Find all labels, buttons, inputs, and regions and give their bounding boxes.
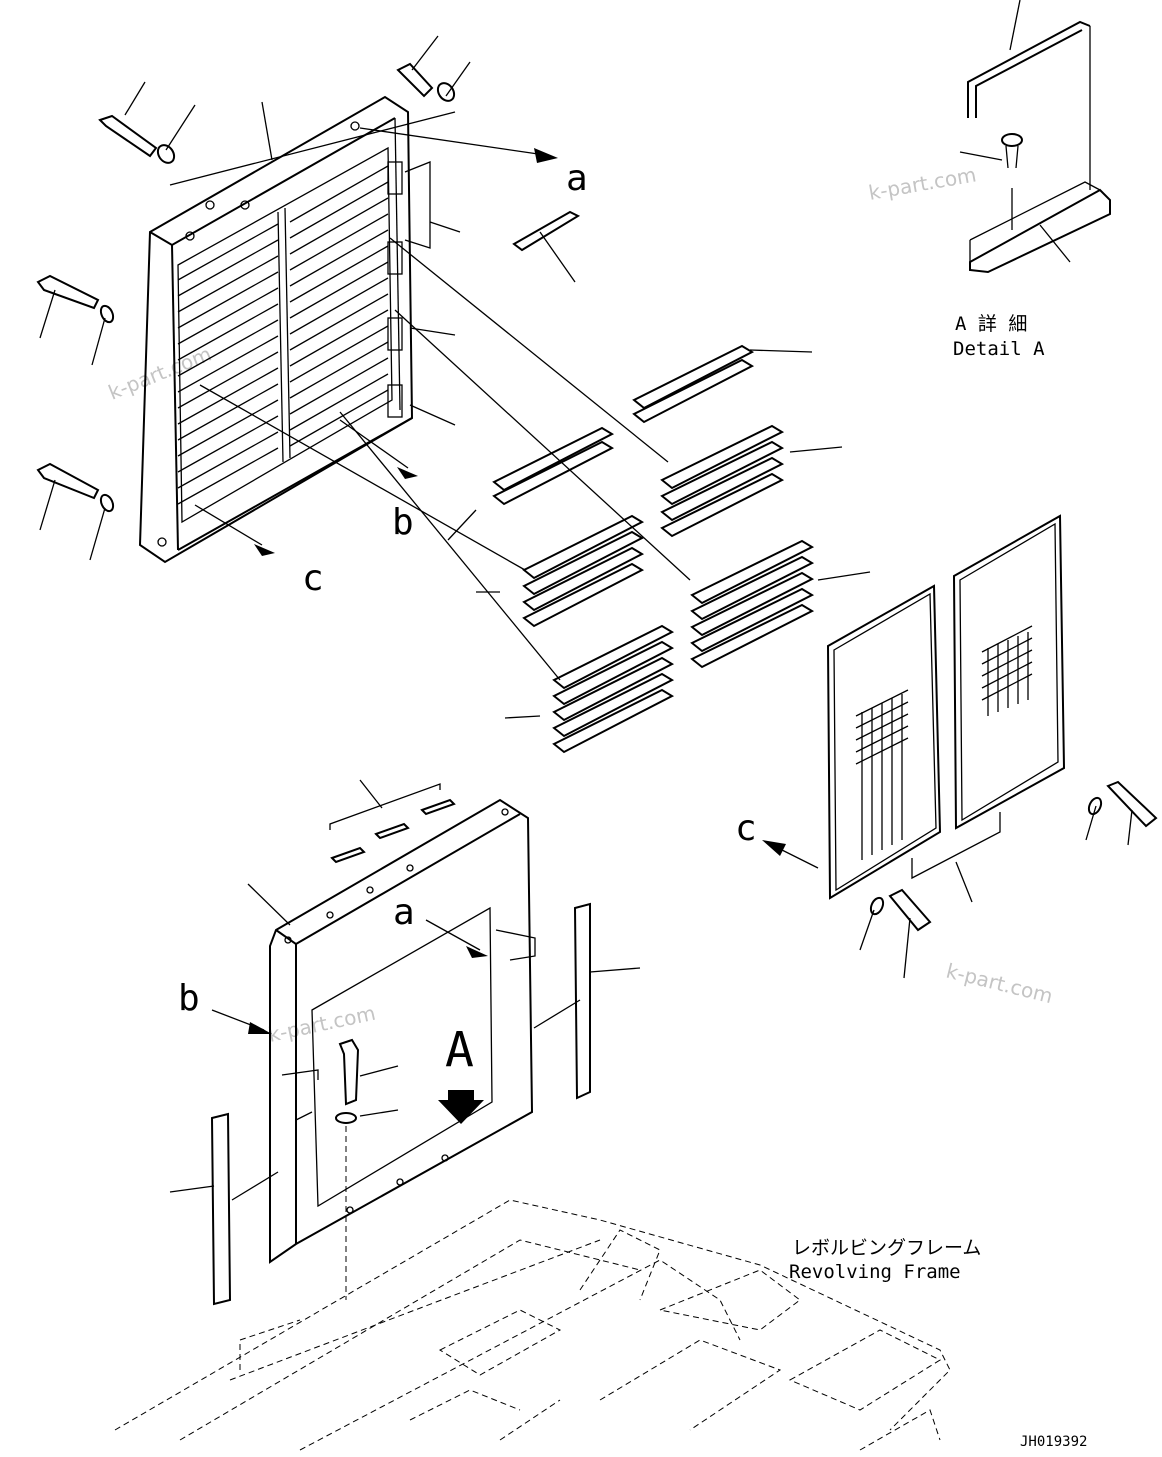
- label-a-top: a: [566, 158, 588, 199]
- revolving-frame-outline: [114, 1199, 951, 1451]
- bolts-and-washers-grille: [36, 35, 471, 561]
- label-b-top: b: [392, 502, 414, 543]
- label-c-top: c: [302, 558, 324, 599]
- screen-mesh-left: [855, 689, 909, 860]
- grille-support-frame: [169, 779, 641, 1306]
- label-a-frame: a: [393, 892, 415, 933]
- grille-louvers: [177, 165, 389, 505]
- detail-a-title-en: Detail A: [953, 338, 1045, 360]
- label-b-frame: b: [178, 978, 200, 1019]
- watermark-grille: k-part.com: [105, 342, 215, 405]
- radiator-grille-assembly: [138, 95, 414, 564]
- drawing-id: JH019392: [1020, 1434, 1087, 1450]
- watermark-frame: k-part.com: [266, 1001, 378, 1047]
- watermark-screen: k-part.com: [944, 959, 1055, 1009]
- revolving-frame-label-jp: レボルビングフレーム: [792, 1237, 981, 1259]
- net-screens: [762, 514, 1158, 979]
- detail-a-drawing: [959, 0, 1111, 274]
- detail-a-title-jp: A 詳 細: [955, 313, 1027, 335]
- label-c-panel: c: [735, 808, 757, 849]
- seal-bar: [512, 210, 581, 283]
- louver-blade-sets: [199, 237, 871, 754]
- screen-mesh-right: [981, 625, 1033, 716]
- revolving-frame-label-en: Revolving Frame: [789, 1261, 961, 1283]
- direction-arrows-top: [194, 127, 558, 556]
- label-A-arrow: A: [445, 1022, 474, 1078]
- watermark-detail: k-part.com: [867, 162, 978, 205]
